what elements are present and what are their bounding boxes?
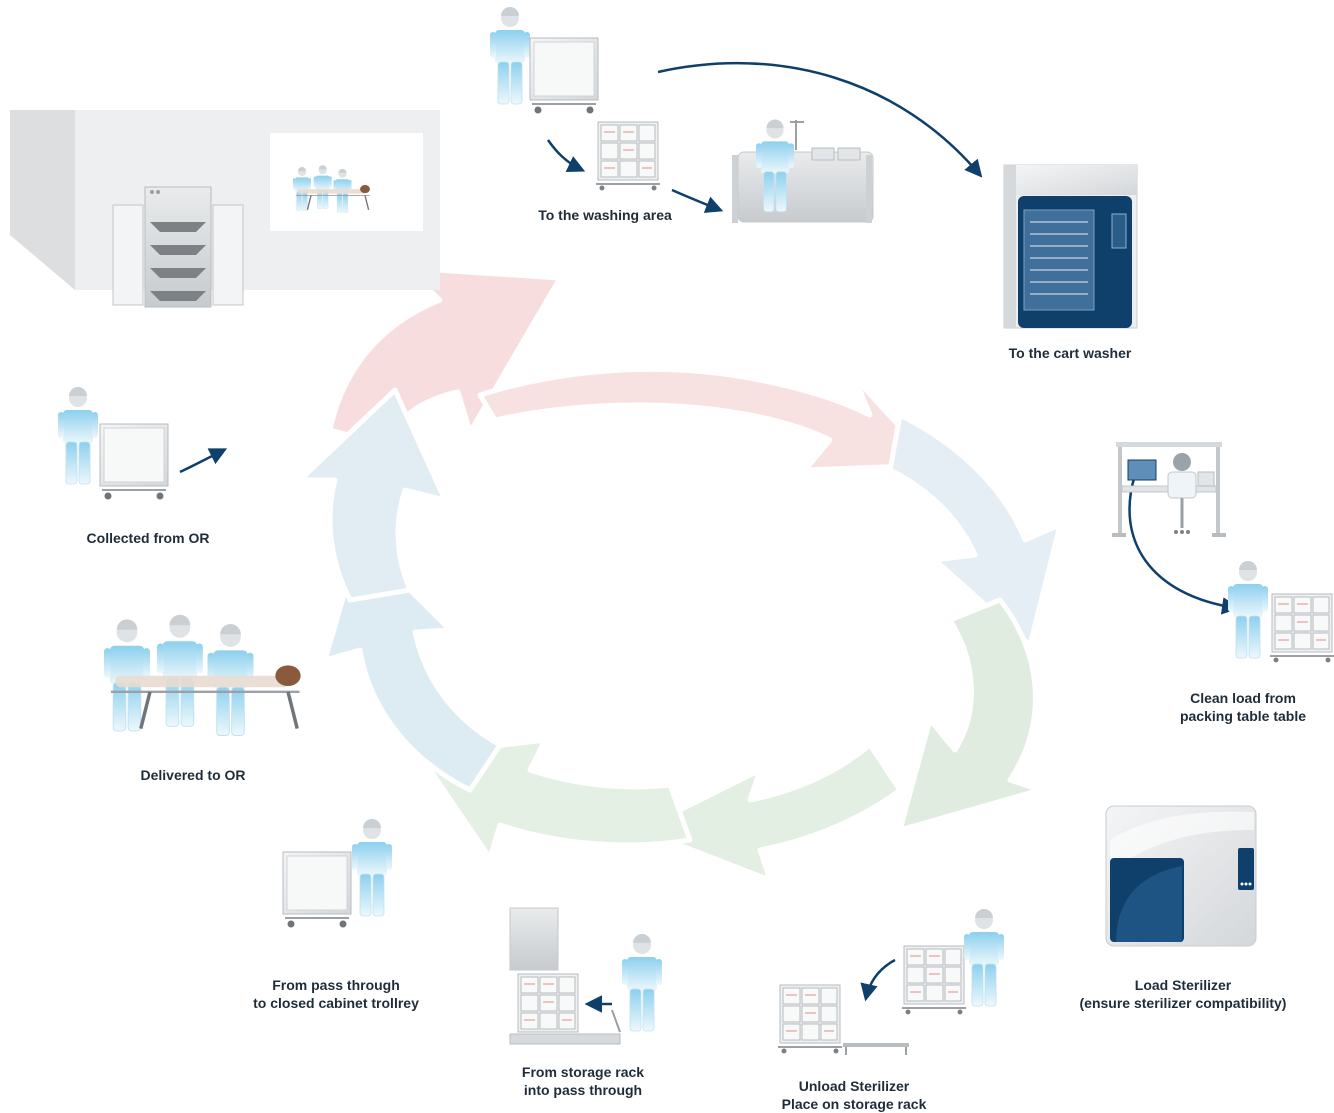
rack-trolley-icon xyxy=(1269,593,1334,664)
label-cart-washer: To the cart washer xyxy=(1008,345,1132,361)
cycle-arrows-icon xyxy=(297,265,1063,883)
cart-washer-icon xyxy=(1003,164,1138,329)
operating-room-scene xyxy=(10,110,440,308)
staff-with-cart-icon xyxy=(57,386,169,501)
cabinet-trolley-icon xyxy=(282,851,352,929)
label-delivered-to-or: Delivered to OR xyxy=(140,767,246,783)
flow-arrows xyxy=(179,61,1240,1013)
packing-table-icon xyxy=(1112,442,1226,537)
label-load-sterilizer: Load Sterilizer(ensure sterilizer compat… xyxy=(1079,977,1287,1011)
sterilizer-icon xyxy=(1105,805,1257,947)
staff-with-rack-icon xyxy=(1227,560,1269,659)
rack-trolley-icon xyxy=(595,121,661,192)
staff-icon xyxy=(621,933,663,1032)
rack-trolley-icon xyxy=(901,945,967,1016)
cabinet-icon xyxy=(112,186,244,308)
staff-icon xyxy=(963,908,1005,1007)
storage-table-icon xyxy=(843,1043,909,1055)
surgical-team-icon xyxy=(104,615,301,736)
staff-icon xyxy=(351,818,393,917)
staff-with-cart-icon xyxy=(489,6,599,115)
storage-rack-icon xyxy=(777,984,843,1055)
pass-through-icon xyxy=(509,907,621,1045)
label-collected-from-or: Collected from OR xyxy=(86,530,210,546)
sink-station-icon xyxy=(732,119,874,223)
label-washing-area: To the washing area xyxy=(538,207,672,223)
